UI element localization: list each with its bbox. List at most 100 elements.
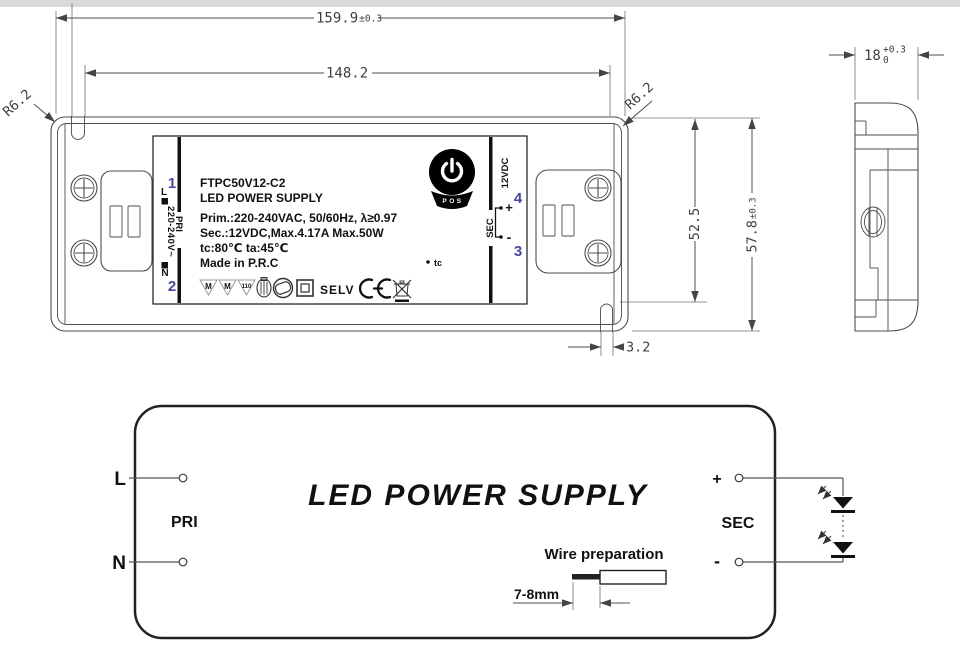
led-symbol	[817, 530, 855, 558]
dim-slot-span-value: 148.2	[326, 66, 368, 82]
input-terminal-icon	[178, 473, 188, 483]
product-label: 1 L 220-240V~ N 2 PRI FTPC50V12-C2 LED P…	[152, 135, 528, 305]
light-emission-arrow-icon	[817, 485, 827, 495]
dimension-slot-width: 3.2	[568, 340, 650, 356]
led-symbol	[817, 485, 855, 513]
wire-entry-slot	[127, 205, 141, 238]
wire-preparation-detail: Wire preparation 7-8mm	[513, 546, 667, 610]
certification-icons: M M 110	[199, 277, 412, 302]
sec-label: SEC	[722, 515, 755, 532]
plus-terminal-label: +	[505, 200, 513, 215]
wire-entry-slot	[561, 204, 575, 237]
input-terminal-icon	[178, 557, 188, 567]
origin-text: Made in P.R.C	[200, 256, 279, 270]
screw-icon	[584, 239, 612, 267]
input-voltage-vertical: 220-240V~	[165, 206, 176, 257]
mounting-slot-right	[600, 303, 613, 333]
side-slot-oval	[860, 206, 886, 238]
terminal-square-icon	[161, 198, 168, 205]
product-name: LED POWER SUPPLY	[200, 191, 323, 205]
terminal-block-output	[535, 169, 622, 274]
wiring-output-side: + SEC -	[712, 471, 844, 571]
light-emission-arrow-icon	[817, 530, 827, 540]
side-view	[854, 102, 919, 332]
pin3-number: 3	[514, 243, 522, 260]
screw-icon	[584, 174, 612, 202]
dimension-slot-span: 148.2	[85, 66, 610, 82]
light-emission-arrow-icon	[822, 535, 832, 545]
dim-slot-height-value: 52.5	[687, 208, 703, 241]
dim-depth-tol-minus: 0	[883, 55, 889, 66]
stripped-conductor	[572, 574, 600, 580]
output-terminal-icon	[734, 473, 744, 483]
primary-rating: Prim.:220-240VAC, 50/60Hz, λ≥0.97	[200, 211, 397, 225]
svg-text:57.8±0.3: 57.8±0.3	[745, 197, 761, 252]
svg-text:159.9±0.3: 159.9±0.3	[316, 11, 382, 27]
mounting-slot-left	[71, 115, 85, 140]
terminal-square-icon	[161, 262, 168, 269]
terminal-block-input	[70, 170, 153, 272]
neutral-terminal-label: N	[161, 268, 168, 279]
dim-length-tolerance: ±0.3	[359, 14, 382, 25]
class-2-insulation-icon	[296, 279, 314, 297]
pin4-number: 4	[514, 190, 523, 207]
dimension-radius-right: R6.2	[622, 79, 657, 127]
radius-right-value: R6.2	[622, 79, 657, 113]
independent-control-gear-icon	[272, 277, 294, 299]
triangle-mark-icon: 110	[237, 279, 256, 297]
dimension-overall-length: 159.9±0.3	[56, 11, 625, 27]
pos-logo: POS	[429, 149, 475, 209]
dim-height-tolerance: ±0.3	[749, 197, 759, 219]
label-input-terminals: 1 L 220-240V~ N 2 PRI	[161, 137, 184, 303]
dimension-depth: 18 +0.3 0	[829, 45, 944, 66]
wire-entry-slot	[542, 204, 556, 237]
dim-length-value: 159.9	[316, 11, 358, 27]
pri-vertical-label: PRI	[173, 216, 184, 232]
dim-depth-value: 18	[864, 48, 881, 64]
radius-left-value: R6.2	[0, 86, 35, 120]
minus-output-label: -	[714, 551, 720, 571]
svg-text:110: 110	[242, 284, 252, 290]
wire-prep-dim: 7-8mm	[514, 586, 559, 602]
dim-height-value: 57.8	[745, 220, 761, 253]
line-input-label: L	[114, 469, 126, 490]
line-terminal-label: L	[161, 187, 167, 198]
pri-label: PRI	[171, 514, 198, 531]
tc-point-label: tc	[434, 258, 442, 268]
label-output-terminals: SEC 12VDC 4 + - 3	[485, 137, 523, 303]
selv-mark: SELV	[320, 283, 354, 297]
wire-insulation	[599, 569, 667, 585]
page-top-strip	[0, 0, 960, 7]
secondary-rating: Sec.:12VDC,Max.4.17A Max.50W	[200, 226, 384, 240]
output-terminal-icon	[734, 557, 744, 567]
dim-slot-width-value: 3.2	[626, 340, 650, 356]
output-voltage-vertical: 12VDC	[500, 158, 511, 189]
weee-bin-icon	[392, 279, 412, 302]
thermal-fuse-icon	[256, 277, 272, 298]
dimension-overall-height: 57.8±0.3	[745, 118, 761, 331]
label-text-block: FTPC50V12-C2 LED POWER SUPPLY Prim.:220-…	[200, 176, 442, 270]
svg-text:M: M	[224, 282, 231, 291]
svg-text:M: M	[205, 282, 212, 291]
wire-entry-slot	[109, 205, 123, 238]
wiring-input-side: L PRI N	[112, 469, 197, 574]
wiring-diagram: LED POWER SUPPLY L PRI N + SEC -	[112, 404, 855, 640]
screw-icon	[70, 174, 98, 202]
plus-output-label: +	[712, 471, 721, 488]
driver-outline-box	[133, 404, 777, 640]
dim-depth-tol-plus: +0.3	[883, 45, 906, 56]
model-number: FTPC50V12-C2	[200, 176, 286, 190]
sec-vertical-label: SEC	[485, 218, 496, 238]
top-view-enclosure	[50, 115, 629, 333]
triangle-mark-icon: M	[199, 279, 218, 297]
screw-icon	[70, 239, 98, 267]
triangle-mark-icon: M	[218, 279, 237, 297]
dimension-slot-height: 52.5	[687, 119, 703, 302]
wiring-title: LED POWER SUPPLY	[308, 479, 649, 512]
temperature-rating: tc:80℃ ta:45℃	[200, 241, 288, 255]
dimension-radius-left: R6.2	[0, 86, 56, 123]
led-string	[817, 485, 855, 558]
pin1-number: 1	[168, 175, 176, 192]
